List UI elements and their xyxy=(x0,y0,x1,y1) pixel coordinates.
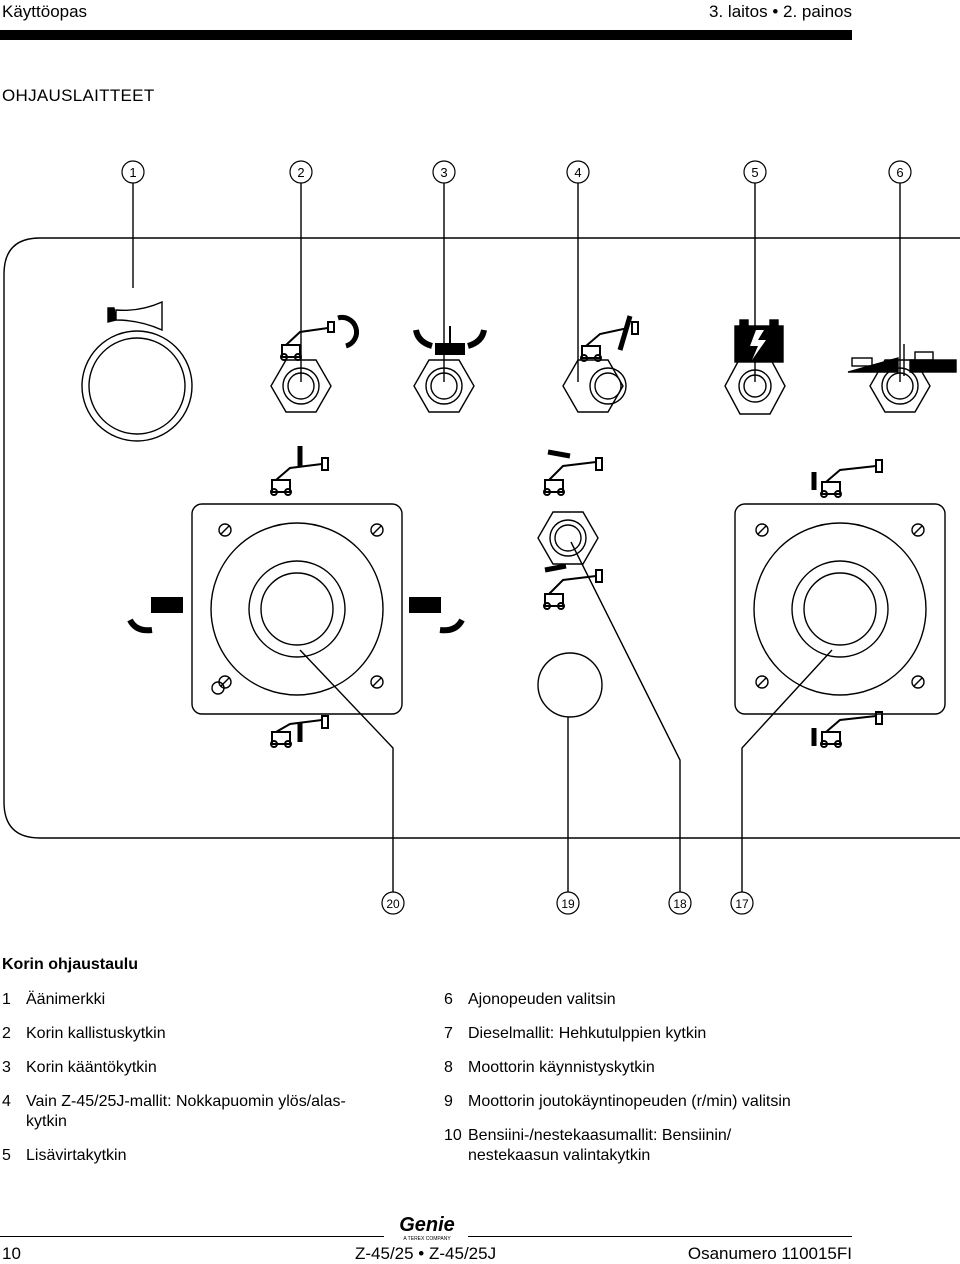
logo-tagline: A TEREX COMPANY xyxy=(403,1236,451,1242)
callout-bottom-circle xyxy=(730,891,754,915)
legend-num: 1 xyxy=(2,991,11,1008)
switch-jib xyxy=(537,511,599,565)
legend-text: Moottorin käynnistyskytkin xyxy=(468,1059,655,1076)
legend-item: 9 Moottorin joutokäyntinopeuden (r/min) v… xyxy=(444,1092,864,1112)
switch-3 xyxy=(413,359,475,413)
callout-top-circle xyxy=(743,160,767,184)
legend-num: 6 xyxy=(444,991,453,1008)
callout-bottom-label: 20 xyxy=(386,897,400,911)
legend-item: 3 Korin kääntökytkin xyxy=(2,1058,402,1078)
callout-top-circle xyxy=(566,160,590,184)
legend-left: 1 Äänimerkki 2 Korin kallistuskytkin 3 Kori… xyxy=(2,990,402,1180)
legend-item: 5 Lisävirtakytkin xyxy=(2,1146,402,1166)
header-edition: 3. laitos • 2. painos xyxy=(709,2,852,21)
legend-item: 1 Äänimerkki xyxy=(2,990,402,1010)
footer-rule-right xyxy=(468,1236,852,1237)
platform-icon-2 xyxy=(280,314,360,361)
callout-bottom-label: 17 xyxy=(735,897,749,911)
legend-num: 7 xyxy=(444,1025,453,1042)
legend-text: Moottorin joutokäyntinopeuden (r/min) va… xyxy=(468,1093,791,1110)
legend-text: Korin kääntökytkin xyxy=(26,1059,157,1076)
legend-item: 8 Moottorin käynnistyskytkin xyxy=(444,1058,864,1078)
legend-text: Vain Z-45/25J-mallit: Nokkapuomin ylös/a… xyxy=(26,1093,346,1110)
section-title: OHJAUSLAITTEET xyxy=(2,86,155,105)
callout-top-circle xyxy=(432,160,456,184)
legend-text: Äänimerkki xyxy=(26,991,106,1008)
footer-page-number: 10 xyxy=(2,1244,21,1263)
panel-outline xyxy=(3,237,960,839)
legend-num: 5 xyxy=(2,1147,11,1164)
legend-text-cont: nestekaasun valintakytkin xyxy=(468,1147,651,1164)
header-manual-title: Käyttöopas xyxy=(2,2,88,21)
callout-top-label: 5 xyxy=(751,165,758,180)
joystick-left xyxy=(191,503,403,715)
legend-text: Ajonopeuden valitsin xyxy=(468,991,616,1008)
callout-top-label: 4 xyxy=(574,165,581,180)
legend-text: Lisävirtakytkin xyxy=(26,1147,127,1164)
legend-text: Bensiini-/nestekaasumallit: Bensiinin/ xyxy=(468,1127,732,1144)
legend-text-cont: kytkin xyxy=(26,1113,67,1130)
callout-bottom-circle xyxy=(556,891,580,915)
logo-brand: Genie xyxy=(399,1214,455,1236)
legend-item: 2 Korin kallistuskytkin xyxy=(2,1024,402,1044)
legend-num: 9 xyxy=(444,1093,453,1110)
platform-icon-4 xyxy=(580,315,639,362)
callout-bottom-circle xyxy=(668,891,692,915)
callout-top-circle xyxy=(121,160,145,184)
footer-model: Z-45/25 • Z-45/25J xyxy=(355,1244,497,1263)
panel-title: Korin ohjaustaulu xyxy=(2,956,138,973)
switch-4 xyxy=(562,359,627,413)
joystick-right xyxy=(734,503,946,715)
legend-text: Dieselmallit: Hehkutulppien kytkin xyxy=(468,1025,707,1042)
legend-right: 6 Ajonopeuden valitsin 7 Dieselmallit: Heh… xyxy=(444,990,864,1166)
callout-bottom-label: 18 xyxy=(673,897,687,911)
legend-num: 4 xyxy=(2,1093,11,1110)
callout-top-label: 3 xyxy=(440,165,447,180)
callout-top-circle xyxy=(289,160,313,184)
legend-item: 4 Vain Z-45/25J-mallit: Nokkapuomin ylös/… xyxy=(2,1092,402,1132)
legend-item: 6 Ajonopeuden valitsin xyxy=(444,990,864,1010)
platform-icon-3 xyxy=(413,326,487,355)
legend-num: 8 xyxy=(444,1059,453,1076)
callout-bottom-circle xyxy=(381,891,405,915)
genie-logo: Genie A TEREX COMPANY xyxy=(399,1214,455,1242)
callout-top-label: 6 xyxy=(896,165,903,180)
callout-bottom-label: 19 xyxy=(561,897,575,911)
callout-top-circle xyxy=(888,160,912,184)
callout-top-label: 1 xyxy=(129,165,136,180)
legend-num: 3 xyxy=(2,1059,11,1076)
callout-top-label: 2 xyxy=(297,165,304,180)
legend-text: Korin kallistuskytkin xyxy=(26,1025,166,1042)
header-rule xyxy=(0,30,852,40)
legend-num: 2 xyxy=(2,1025,11,1042)
switch-2 xyxy=(270,359,332,413)
legend-item: 10 Bensiini-/nestekaasumallit: Bensiinin/… xyxy=(444,1126,864,1166)
legend-item: 7 Dieselmallit: Hehkutulppien kytkin xyxy=(444,1024,864,1044)
footer-rule-left xyxy=(0,1236,384,1237)
legend-num: 10 xyxy=(444,1127,462,1144)
control-panel-diagram: 1 2 3 4 5 6 20 19 18 17 xyxy=(3,160,960,915)
footer-part-number: Osanumero 110015FI xyxy=(687,1244,852,1263)
